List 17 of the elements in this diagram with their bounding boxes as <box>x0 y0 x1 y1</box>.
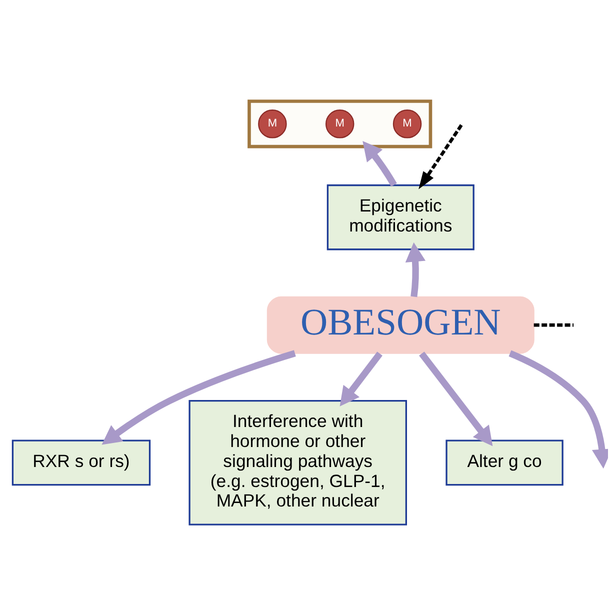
arrow <box>418 124 463 189</box>
node-box: RXR s or rs) <box>12 439 151 486</box>
node-box: Epigenetic modifications <box>326 184 474 250</box>
arrow <box>508 350 608 468</box>
node-box: Alter g co <box>446 439 564 486</box>
node-circle: M <box>325 109 354 138</box>
node-box: Interference with hormone or other signaling pathways (e.g. estrogen, GLP-1, MAPK, other nuclear <box>188 399 407 525</box>
arrow <box>340 351 382 406</box>
arrow <box>405 242 426 297</box>
arrow <box>362 140 397 186</box>
connector <box>534 322 574 326</box>
arrow <box>102 350 296 444</box>
node-box: OBESOGEN <box>266 296 534 354</box>
arrow <box>419 351 493 446</box>
node-circle: M <box>258 109 287 138</box>
node-circle: M <box>392 109 422 138</box>
cluster <box>248 99 432 148</box>
